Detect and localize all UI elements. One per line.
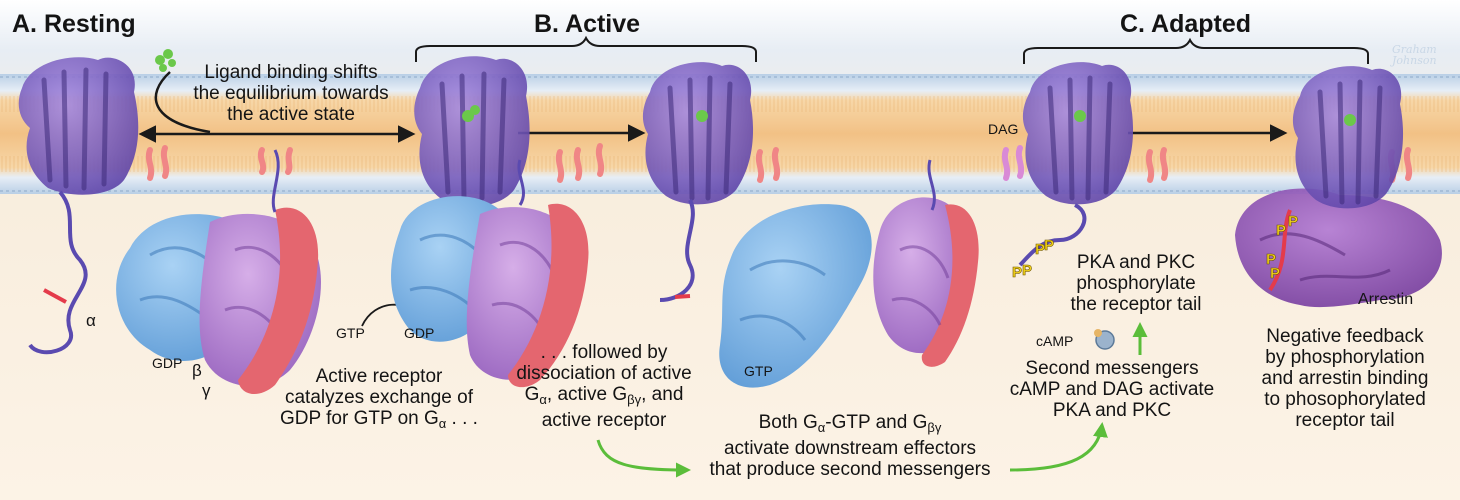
label-gtp-in: GTP <box>336 325 365 341</box>
phosphate-mark: P <box>1266 251 1277 268</box>
caption-dissociation: . . . followed by dissociation of active… <box>516 342 692 431</box>
receptor-active-bound <box>414 56 530 207</box>
label-gdp-bound: GDP <box>152 355 183 371</box>
label-gtp-on-galpha: GTP <box>744 363 773 379</box>
arrestin-receptor-complex <box>1235 66 1442 308</box>
label-arrestin: Arrestin <box>1358 291 1414 308</box>
caption-phosphorylation: PKA and PKC phosphorylate the receptor t… <box>1070 252 1202 315</box>
caption-gdp-gtp-exchange: Active receptor catalyzes exchange of GD… <box>280 366 478 431</box>
label-gamma-subunit: γ <box>202 381 211 400</box>
gbeta-gamma-free <box>873 159 979 367</box>
panel-title-active: B. Active <box>534 10 641 38</box>
artist-signature: Graham Johnson <box>1392 43 1437 67</box>
phosphate-mark: P <box>1012 264 1023 281</box>
lipid-anchors-b <box>555 143 605 183</box>
receptor-active-free <box>642 62 754 302</box>
bracket-adapted <box>1023 37 1369 64</box>
ligand-molecule <box>155 49 176 72</box>
panel-title-resting: A. Resting <box>12 10 136 38</box>
green-flow-arrows <box>596 322 1148 478</box>
phosphate-mark: P <box>1044 237 1055 254</box>
caption-second-messengers: Second messengers cAMP and DAG activate … <box>1009 358 1215 421</box>
phosphate-mark: P <box>1276 222 1287 239</box>
label-camp: cAMP <box>1036 333 1074 349</box>
label-beta-subunit: β <box>192 361 202 380</box>
bracket-active <box>415 35 757 62</box>
label-gdp-out: GDP <box>404 325 435 341</box>
camp-molecule <box>1094 329 1115 350</box>
phosphate-mark: P <box>1035 241 1046 258</box>
dag-molecule <box>1001 145 1025 181</box>
phosphate-mark: P <box>1022 262 1033 279</box>
caption-downstream-effectors: Both Gα-GTP and Gβγ activate downstream … <box>709 412 991 480</box>
lipid-anchors-b2 <box>755 147 781 183</box>
galpha-gtp <box>719 204 872 388</box>
gprotein-heterotrimer-resting <box>116 147 321 395</box>
panel-title-adapted: C. Adapted <box>1120 10 1252 38</box>
phosphate-mark: P <box>1270 265 1281 282</box>
lipid-anchors-a <box>145 145 170 181</box>
ligand-arrow <box>154 71 211 134</box>
caption-ligand-binding: Ligand binding shifts the equilibrium to… <box>193 62 389 125</box>
caption-negative-feedback: Negative feedback by phosphorylation and… <box>1261 326 1429 431</box>
receptor-adapted-free <box>1018 62 1134 267</box>
receptor-resting <box>18 57 139 355</box>
phosphate-mark: P <box>1288 213 1299 230</box>
gprotein-complex-active <box>390 159 589 388</box>
label-dag: DAG <box>988 121 1019 137</box>
label-alpha-subunit: α <box>86 311 96 330</box>
